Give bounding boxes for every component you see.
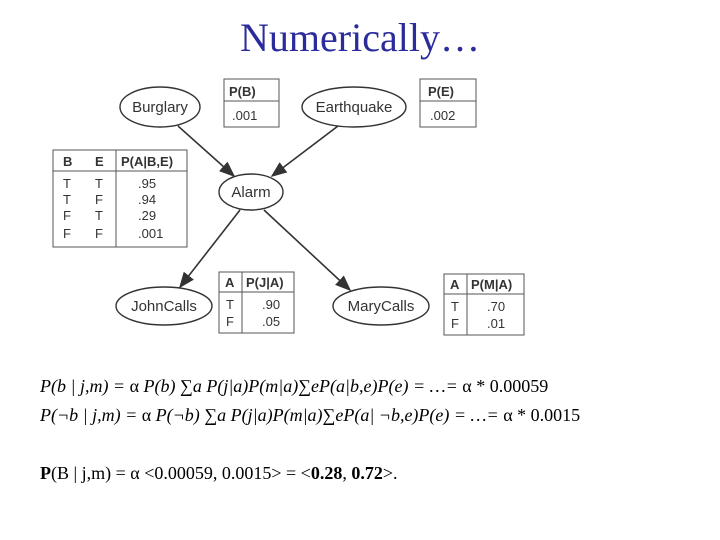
- node-earthquake: Earthquake: [301, 86, 407, 128]
- eq3-bold-p: P: [40, 463, 51, 483]
- cpt-earthquake-header: P(E): [428, 84, 454, 99]
- eq3-end: >.: [382, 463, 398, 483]
- eq2-sum-e: ∑e: [322, 405, 344, 425]
- eq3-sep: ,: [342, 463, 352, 483]
- node-burglary-label: Burglary: [132, 99, 188, 116]
- eq3-lhs: (B | j,m) =: [51, 463, 131, 483]
- cpt-johncalls: A P(J|A) T .90 F .05: [218, 271, 295, 334]
- cpt-alarm-cell: F: [63, 208, 71, 223]
- eq1-rhs: * 0.00059: [471, 376, 549, 396]
- cpt-burglary-value: .001: [232, 108, 257, 123]
- eq1-lhs: P(b | j,m) =: [40, 376, 130, 396]
- cpt-burglary-header: P(B): [229, 84, 256, 99]
- node-johncalls: JohnCalls: [115, 286, 213, 326]
- cpt-marycalls-header-p: P(M|A): [471, 277, 512, 292]
- cpt-earthquake: P(E) .002: [419, 78, 477, 128]
- node-earthquake-label: Earthquake: [316, 99, 393, 116]
- eq1-sum-e: ∑e: [298, 376, 320, 396]
- network-edges: [177, 125, 352, 292]
- eq3-alpha: α: [130, 463, 140, 483]
- eq1-mid: P(b): [139, 376, 180, 396]
- eq2-mid2: P(j|a)P(m|a): [226, 405, 323, 425]
- cpt-johncalls-cell: T: [226, 297, 234, 312]
- eq1-alpha-2: α: [462, 376, 472, 396]
- eq2-mid: P(¬b): [151, 405, 205, 425]
- node-alarm: Alarm: [218, 173, 284, 211]
- cpt-alarm-cell: F: [95, 226, 103, 241]
- eq3-mid: <0.00059, 0.0015> = <: [139, 463, 311, 483]
- cpt-alarm-header-e: E: [95, 154, 104, 169]
- cpt-alarm-cell: F: [95, 192, 103, 207]
- equation-line-3: P(B | j,m) = α <0.00059, 0.0015> = <0.28…: [40, 463, 397, 484]
- cpt-alarm-header-b: B: [63, 154, 72, 169]
- cpt-johncalls-cell: .05: [262, 314, 280, 329]
- cpt-marycalls: A P(M|A) T .70 F .01: [443, 273, 525, 336]
- cpt-johncalls-cell: F: [226, 314, 234, 329]
- cpt-johncalls-header-p: P(J|A): [246, 275, 284, 290]
- eq1-sum-a: ∑a: [180, 376, 202, 396]
- eq2-alpha-2: α: [503, 405, 513, 425]
- eq2-lhs: P(¬b | j,m) =: [40, 405, 142, 425]
- cpt-alarm-cell: F: [63, 226, 71, 241]
- cpt-alarm-cell: T: [95, 176, 103, 191]
- node-marycalls-label: MaryCalls: [348, 298, 415, 315]
- eq1-mid3: P(a|b,e)P(e) = …=: [319, 376, 463, 396]
- cpt-johncalls-header-a: A: [225, 275, 235, 290]
- cpt-alarm-header-p: P(A|B,E): [121, 154, 173, 169]
- equation-line-2: P(¬b | j,m) = α P(¬b) ∑a P(j|a)P(m|a)∑eP…: [40, 405, 580, 426]
- cpt-marycalls-header-a: A: [450, 277, 460, 292]
- eq2-mid3: P(a| ¬b,e)P(e) = …=: [343, 405, 504, 425]
- cpt-johncalls-cell: .90: [262, 297, 280, 312]
- eq2-sum-a: ∑a: [204, 405, 227, 425]
- cpt-marycalls-cell: T: [451, 299, 459, 314]
- cpt-alarm-cell: T: [95, 208, 103, 223]
- eq2-rhs: * 0.0015: [512, 405, 581, 425]
- eq1-mid2: P(j|a)P(m|a): [201, 376, 299, 396]
- cpt-burglary: P(B) .001: [223, 78, 280, 128]
- cpt-marycalls-cell: .01: [487, 316, 505, 331]
- cpt-alarm-cell: T: [63, 192, 71, 207]
- eq2-alpha: α: [141, 405, 152, 425]
- cpt-alarm-cell: .95: [138, 176, 156, 191]
- slide-title: Numerically…: [240, 15, 480, 60]
- node-alarm-label: Alarm: [231, 184, 270, 201]
- edge-earthquake-alarm: [270, 125, 339, 177]
- cpt-marycalls-cell: F: [451, 316, 459, 331]
- edge-burglary-alarm: [177, 125, 236, 178]
- cpt-alarm-cell: T: [63, 176, 71, 191]
- node-burglary: Burglary: [119, 86, 201, 128]
- cpt-marycalls-cell: .70: [487, 299, 505, 314]
- cpt-alarm: B E P(A|B,E) T T .95 T F .94 F T .29 F F…: [52, 149, 188, 248]
- node-johncalls-label: JohnCalls: [131, 298, 197, 315]
- cpt-earthquake-value: .002: [430, 108, 455, 123]
- edge-alarm-marycalls: [263, 209, 352, 292]
- cpt-alarm-cell: .001: [138, 226, 163, 241]
- eq1-alpha: α: [129, 376, 140, 396]
- node-marycalls: MaryCalls: [332, 286, 430, 326]
- cpt-alarm-cell: .94: [138, 192, 156, 207]
- edge-alarm-johncalls: [179, 209, 241, 289]
- eq3-val2: 0.72: [351, 463, 383, 483]
- eq3-val1: 0.28: [310, 463, 343, 483]
- equation-line-1: P(b | j,m) = α P(b) ∑a P(j|a)P(m|a)∑eP(a…: [40, 376, 548, 397]
- cpt-alarm-cell: .29: [138, 208, 156, 223]
